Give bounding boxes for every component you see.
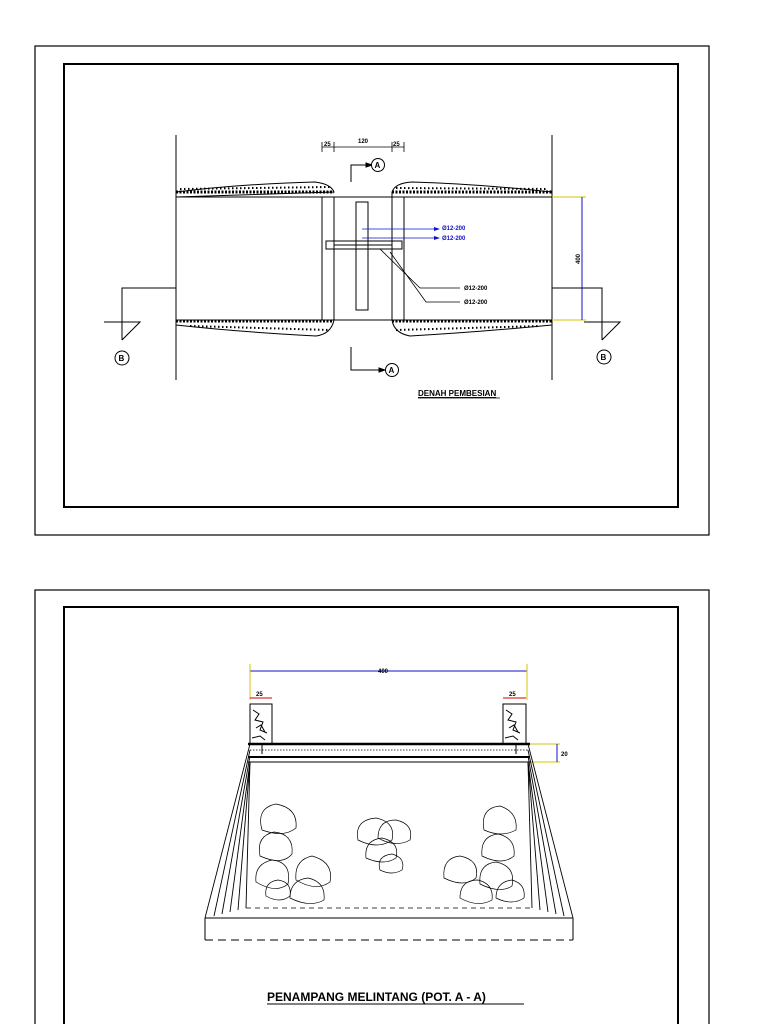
dim-wall-left: 25 bbox=[256, 692, 263, 698]
rebar-label-4: Ø12-200 bbox=[464, 300, 488, 306]
stone-band-top-left bbox=[175, 181, 335, 198]
rebar-label-1: Ø12-200 bbox=[442, 226, 466, 232]
stone-band-bottom-left bbox=[175, 319, 335, 337]
top-dimension bbox=[321, 142, 405, 152]
stone-band-bottom-right bbox=[391, 319, 553, 337]
width-dimension bbox=[249, 664, 528, 700]
section-outer-frame bbox=[34, 589, 710, 1024]
left-wall bbox=[249, 703, 273, 745]
stone-band-top-right bbox=[391, 181, 553, 198]
plan-drawing: 25 120 25 A A B B bbox=[34, 45, 710, 536]
plan-inner-frame bbox=[63, 63, 679, 508]
dim-height: 400 bbox=[576, 253, 582, 264]
section-drawing: 400 25 25 bbox=[34, 589, 710, 1024]
section-mark-a-top bbox=[350, 158, 385, 182]
section-label-a-bottom: A bbox=[389, 366, 395, 375]
section-label-b-left: B bbox=[119, 354, 125, 363]
rebar-label-3: Ø12-200 bbox=[464, 286, 488, 292]
rebar-label-2: Ø12-200 bbox=[442, 236, 466, 242]
plan-title: DENAH PEMBESIAN bbox=[418, 389, 496, 398]
dim-width: 400 bbox=[378, 669, 389, 675]
dim-top-left: 25 bbox=[324, 142, 331, 148]
left-slope-lines bbox=[204, 743, 251, 919]
central-beams bbox=[321, 196, 405, 321]
boulders-right bbox=[443, 805, 525, 904]
section-label-a-top: A bbox=[375, 161, 381, 170]
foundation bbox=[204, 907, 574, 941]
boulders-center bbox=[357, 817, 412, 874]
dim-wall-right: 25 bbox=[509, 692, 516, 698]
section-title: PENAMPANG MELINTANG (POT. A - A) bbox=[267, 990, 486, 1004]
deck-slab bbox=[248, 742, 530, 763]
section-label-b-right: B bbox=[601, 353, 607, 362]
plan-outer-frame bbox=[34, 45, 710, 536]
rebar-leaders bbox=[362, 227, 460, 303]
height-dimension bbox=[552, 196, 586, 321]
dim-slab: 20 bbox=[561, 752, 568, 758]
section-mark-b-left bbox=[104, 287, 176, 366]
right-wall bbox=[502, 703, 527, 745]
section-inner-frame bbox=[63, 606, 679, 1024]
slab-dimension bbox=[530, 743, 560, 763]
section-mark-a-bottom bbox=[350, 347, 399, 377]
boulders-left bbox=[255, 803, 331, 904]
dim-top-mid: 120 bbox=[358, 139, 369, 145]
section-mark-b-right bbox=[552, 287, 622, 365]
right-slope-lines bbox=[527, 743, 574, 919]
dim-top-right: 25 bbox=[393, 142, 400, 148]
